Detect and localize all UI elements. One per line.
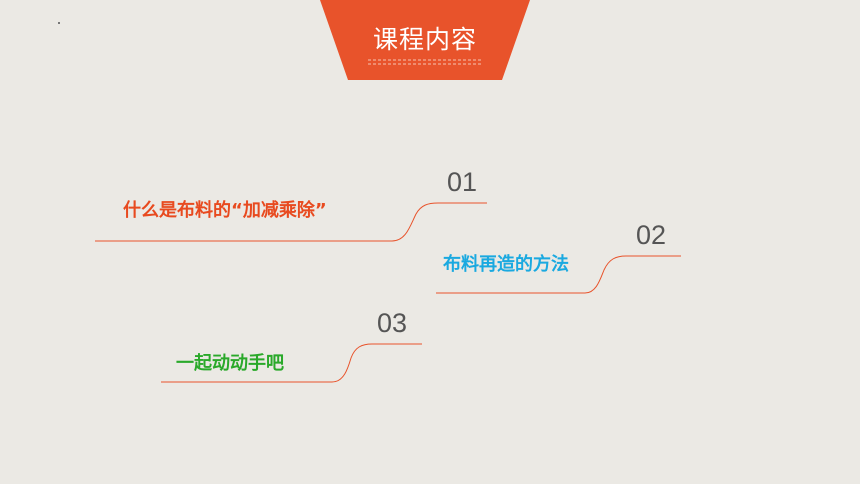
connector-line-2: [436, 255, 681, 294]
page-title: 课程内容: [372, 25, 477, 54]
title-banner: 课程内容: [320, 0, 530, 80]
decorative-dot: [58, 22, 60, 24]
item-label-1[interactable]: 什么是布料的“加减乘除”: [123, 200, 327, 221]
item-number-1: 01: [447, 167, 478, 197]
item-number-2: 02: [636, 220, 667, 250]
item-number-3: 03: [377, 308, 408, 338]
connector-line-3: [161, 343, 422, 383]
item-label-3[interactable]: 一起动动手吧: [176, 353, 284, 374]
banner-shape: [320, 0, 530, 80]
item-label-2[interactable]: 布料再造的方法: [443, 254, 569, 275]
connector-line-1: [95, 202, 487, 242]
